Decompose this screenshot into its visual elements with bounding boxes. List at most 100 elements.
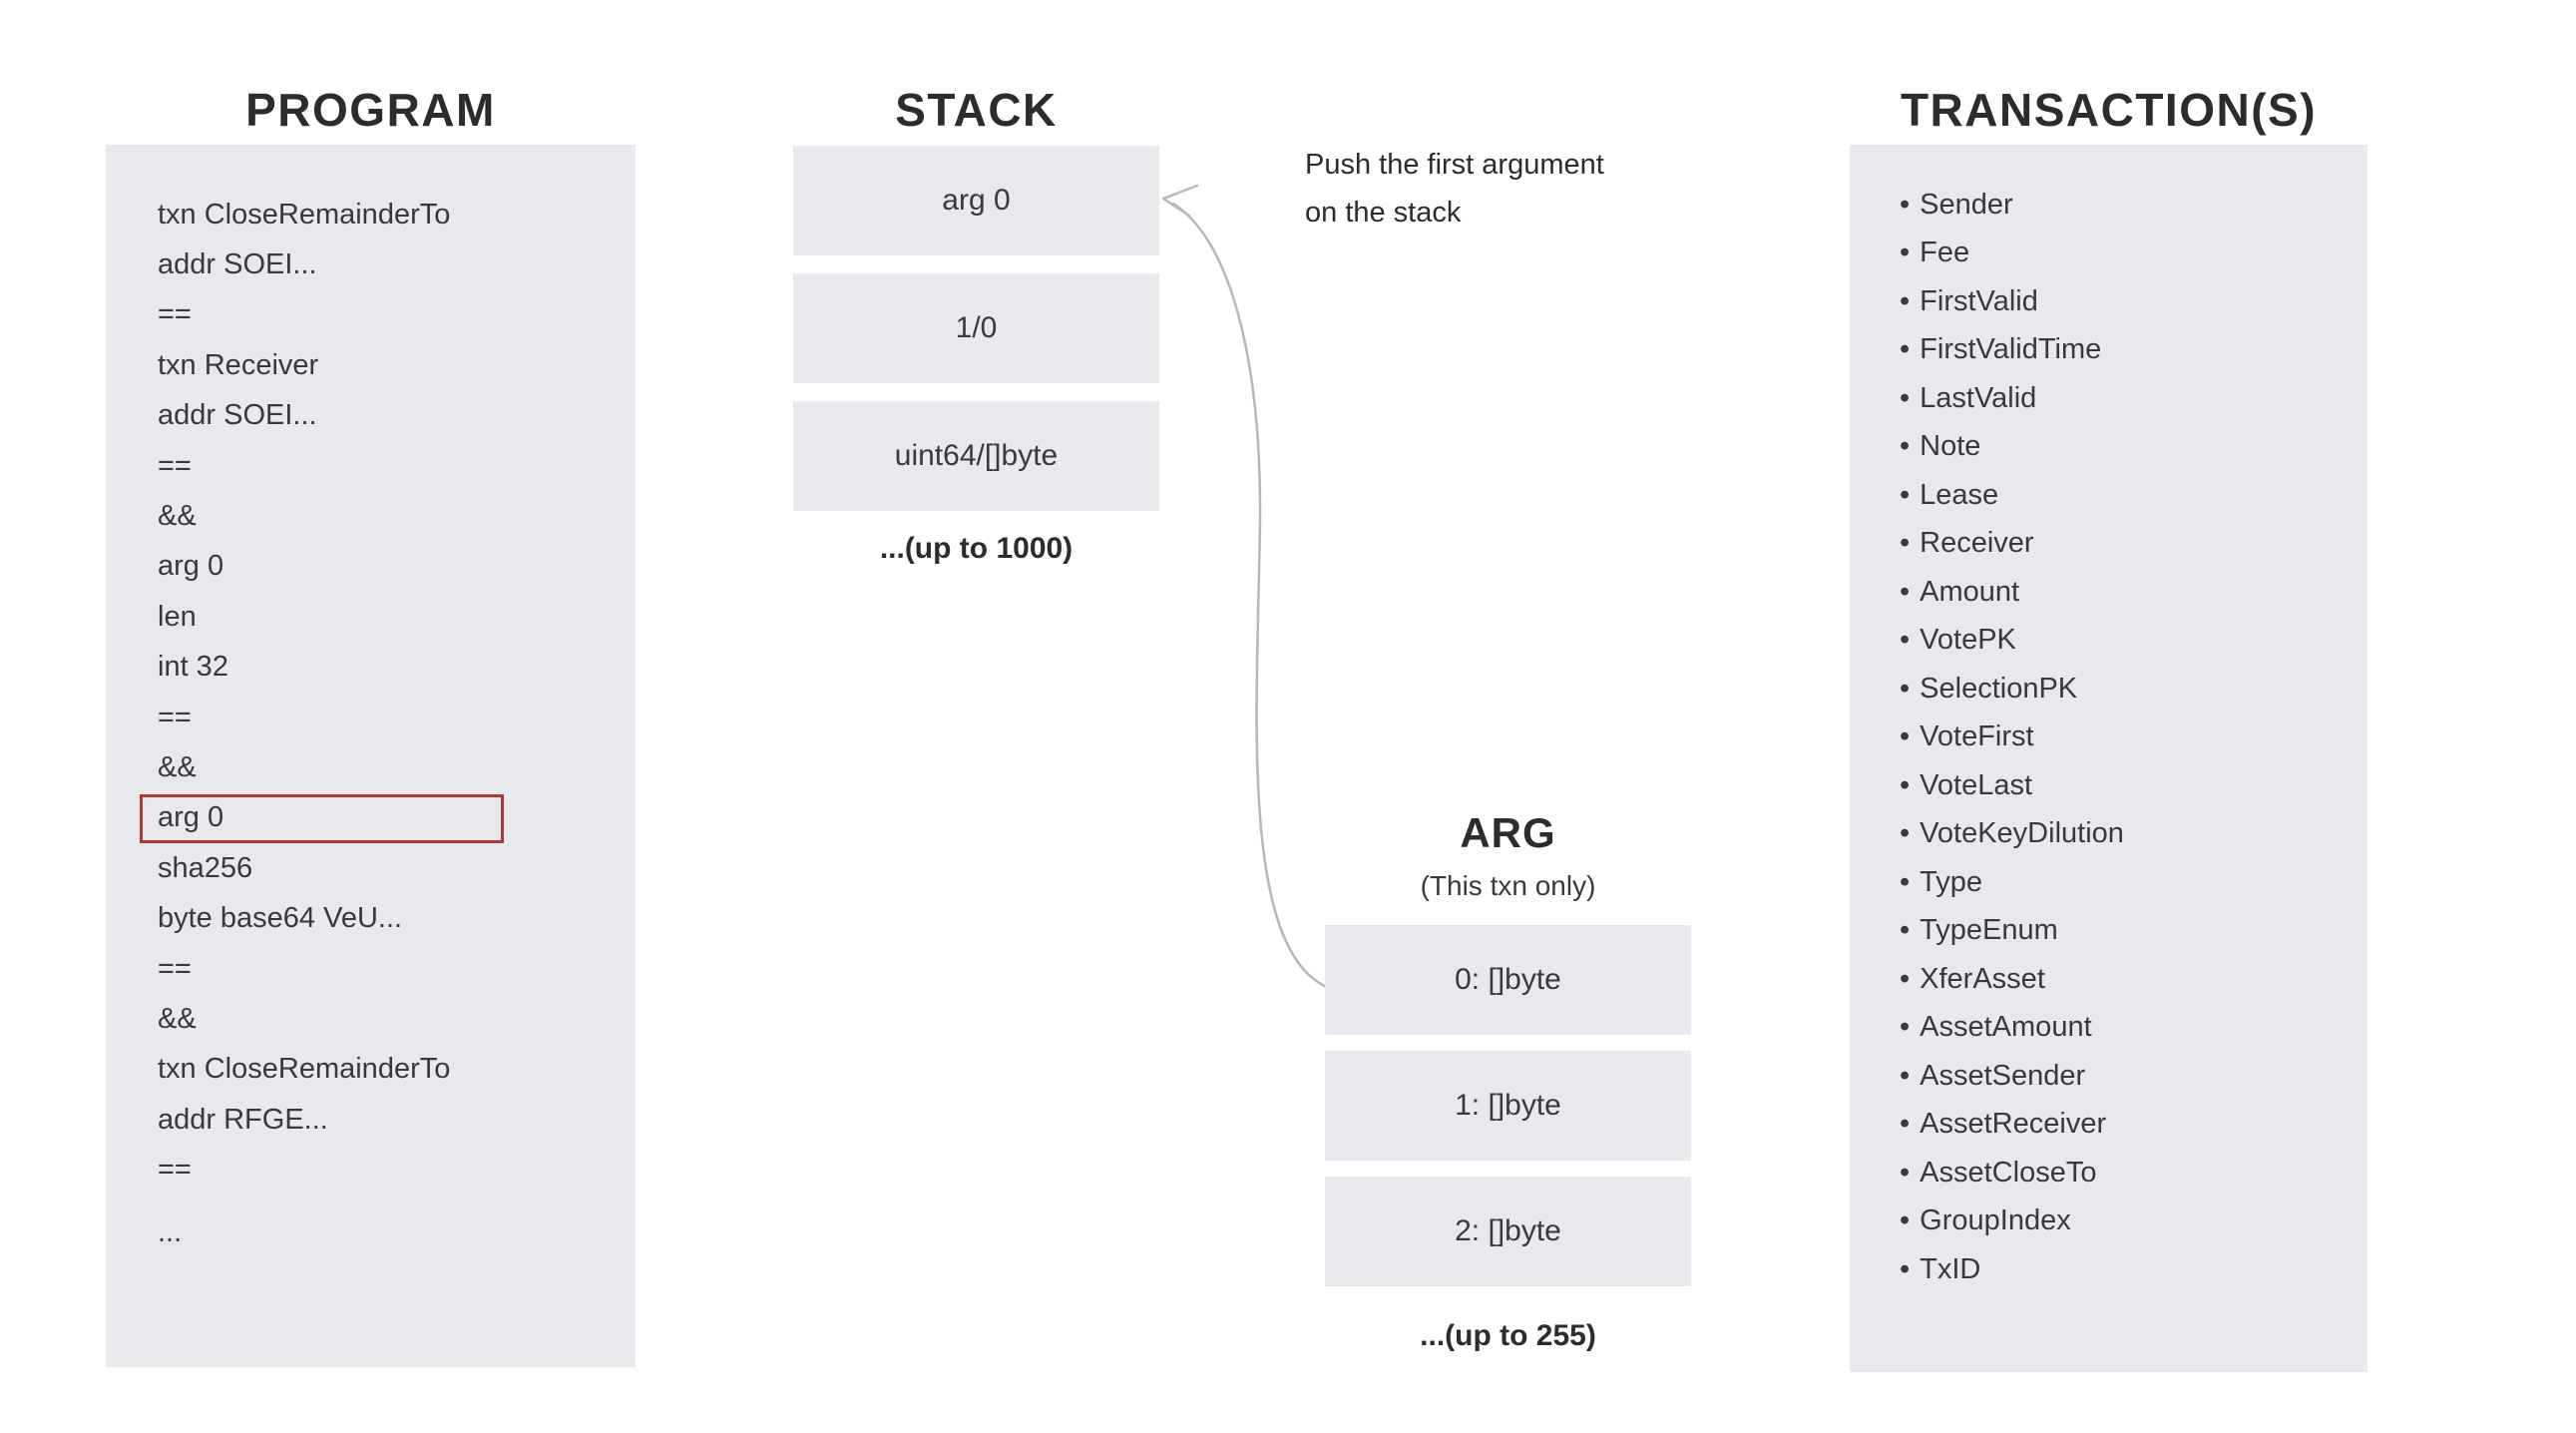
program-opcode-line-label: int 32 [158, 651, 228, 684]
transactions-panel: •Sender•Fee•FirstValid•FirstValidTime•La… [1850, 145, 2367, 1372]
transaction-field: • VoteFirst [1900, 714, 2367, 762]
program-opcode-line: == [158, 1145, 636, 1194]
program-opcode-line-label: == [158, 449, 192, 482]
program-opcode-line-label: && [158, 750, 197, 783]
transaction-field-label: Amount [1920, 575, 2020, 608]
transaction-field-label: VoteFirst [1920, 720, 2034, 753]
program-opcode-line-label: txn CloseRemainderTo [158, 1053, 451, 1086]
arg-slot: 1: []byte [1325, 1051, 1691, 1161]
transaction-field: • TypeEnum [1900, 907, 2367, 956]
transaction-field-label: FirstValidTime [1920, 333, 2102, 366]
program-opcode-line: && [158, 491, 636, 541]
transaction-field-label: Sender [1920, 188, 2013, 221]
program-opcode-line-label: txn Receiver [158, 348, 319, 381]
program-opcode-line-label: txn CloseRemainderTo [158, 198, 451, 231]
arg-slot: 0: []byte [1325, 925, 1691, 1035]
program-opcode-line: int 32 [158, 643, 636, 693]
program-opcode-line: len [158, 592, 636, 642]
transaction-field-label: Lease [1920, 478, 1999, 511]
bullet-icon: • [1900, 768, 1911, 801]
transaction-field-label: LastValid [1920, 381, 2037, 414]
bullet-icon: • [1900, 1204, 1911, 1237]
stack-slot: 1/0 [793, 273, 1159, 383]
transaction-field-label: Receiver [1920, 527, 2034, 560]
arg-column-subtitle: (This txn only) [1420, 870, 1596, 901]
transaction-field-label: GroupIndex [1920, 1204, 2071, 1237]
push-arrow-head [1161, 184, 1199, 218]
bullet-icon: • [1900, 575, 1911, 608]
transaction-field-label: AssetAmount [1920, 1011, 2092, 1044]
bullet-icon: • [1900, 672, 1911, 705]
transaction-field: • AssetReceiver [1900, 1101, 2367, 1150]
program-opcode-line: txn CloseRemainderTo [158, 1045, 636, 1095]
transaction-field: •Sender [1900, 181, 2367, 230]
transaction-field: • Note [1900, 423, 2367, 472]
bullet-icon: • [1900, 1011, 1911, 1044]
stack-slot: uint64/[]byte [793, 401, 1159, 511]
arg-slot-label: 2: []byte [1455, 1214, 1561, 1247]
transaction-field: • VoteLast [1900, 761, 2367, 810]
transaction-field-label: AssetReceiver [1920, 1108, 2107, 1141]
bullet-icon: • [1900, 527, 1911, 560]
transaction-field-label: FirstValid [1920, 284, 2038, 317]
transaction-field-label: Note [1920, 430, 1981, 463]
bullet-icon: • [1900, 1156, 1911, 1189]
program-opcode-line-label: == [158, 1154, 192, 1187]
stack-slot-label: arg 0 [942, 184, 1011, 217]
push-arrow-curve [1171, 202, 1331, 990]
program-opcode-line: arg 0 [158, 542, 636, 592]
program-opcode-line: == [158, 944, 636, 994]
program-opcode-line-label: == [158, 701, 192, 733]
program-opcode-line-label: == [158, 952, 192, 985]
transaction-field: • Receiver [1900, 520, 2367, 569]
bullet-icon: • [1900, 962, 1911, 995]
bullet-icon: • [1900, 1108, 1911, 1141]
bullet-icon: • [1900, 333, 1911, 366]
transaction-field-label: AssetSender [1920, 1059, 2086, 1092]
transaction-field: • FirstValidTime [1900, 326, 2367, 375]
program-opcode-line: == [158, 693, 636, 742]
program-opcode-line: && [158, 994, 636, 1044]
program-opcode-line: txn CloseRemainderTo [158, 190, 636, 239]
transaction-field-label: VoteLast [1920, 768, 2033, 801]
program-opcode-line-label: sha256 [158, 851, 253, 884]
bullet-icon: • [1900, 284, 1911, 317]
transaction-field: • AssetCloseTo [1900, 1149, 2367, 1197]
arg-capacity-note: ...(up to 255) [1420, 1319, 1596, 1352]
program-opcode-line: addr SOEI... [158, 391, 636, 441]
transaction-field-label: VotePK [1920, 624, 2016, 657]
bullet-icon: • [1900, 478, 1911, 511]
transaction-field: • XferAsset [1900, 955, 2367, 1004]
program-opcode-line-label: ... [158, 1215, 183, 1248]
push-annotation-line-1: Push the first argument [1305, 149, 1604, 181]
program-column-title: PROGRAM [245, 84, 496, 136]
program-opcode-line-label: addr SOEI... [158, 399, 317, 432]
program-opcode-line-label: addr RFGE... [158, 1103, 328, 1136]
arg-slot-list: 0: []byte 1: []byte 2: []byte [1325, 925, 1691, 1302]
program-opcode-line: addr SOEI... [158, 239, 636, 289]
transaction-field-label: AssetCloseTo [1920, 1156, 2097, 1189]
push-annotation-line-2: on the stack [1305, 197, 1462, 229]
transaction-field: •TxID [1900, 1245, 2367, 1294]
transaction-field-label: XferAsset [1920, 962, 2045, 995]
bullet-icon: • [1900, 720, 1911, 753]
program-opcode-line: == [158, 290, 636, 340]
program-opcode-line: byte base64 VeU... [158, 893, 636, 943]
bullet-icon: • [1900, 430, 1911, 463]
transaction-field: •Fee [1900, 230, 2367, 278]
bullet-icon: • [1900, 1059, 1911, 1092]
transaction-field-label: SelectionPK [1920, 672, 2078, 705]
transaction-field: •VoteKeyDilution [1900, 810, 2367, 859]
transaction-field: • Amount [1900, 568, 2367, 617]
program-opcode-line: ... [158, 1207, 636, 1257]
stack-column-title: STACK [895, 84, 1058, 136]
bullet-icon: • [1900, 914, 1911, 947]
transaction-field: •Type [1900, 858, 2367, 907]
program-opcode-line-label: && [158, 500, 197, 533]
stack-slot-label: 1/0 [955, 311, 998, 344]
transaction-field-label: TypeEnum [1920, 914, 2058, 947]
bullet-icon: • [1900, 817, 1911, 850]
transaction-field-label: TxID [1920, 1252, 1981, 1285]
